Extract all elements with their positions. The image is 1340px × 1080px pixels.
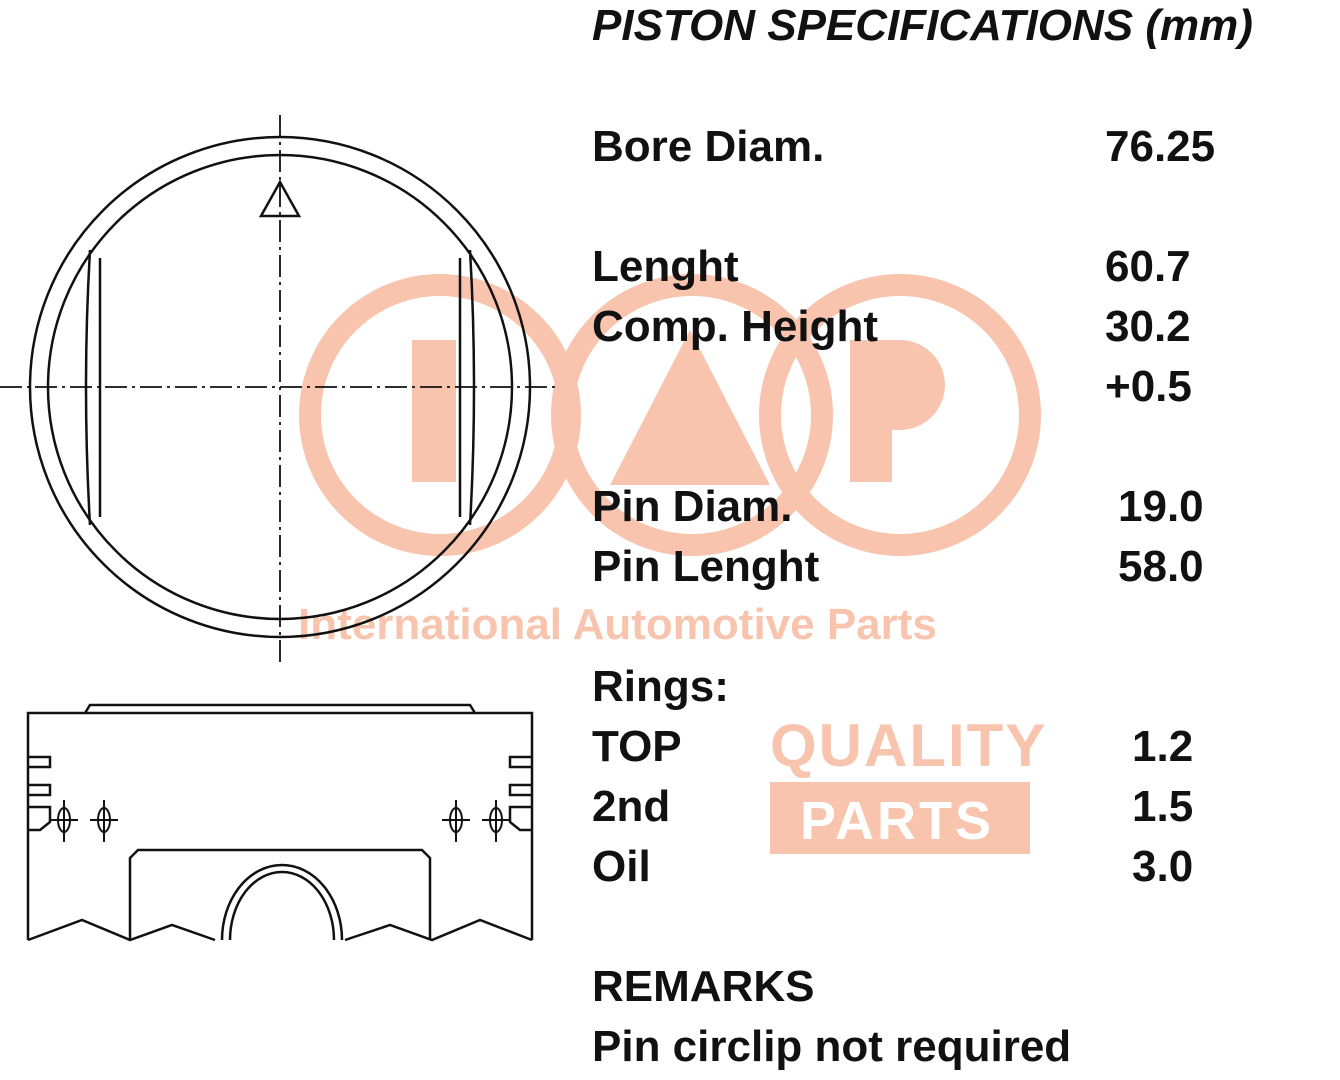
page-title: PISTON SPECIFICATIONS (mm) [592, 1, 1253, 50]
remarks-heading: REMARKS [592, 962, 815, 1011]
spec-label: Bore Diam. [592, 122, 825, 171]
spec-label: TOP [592, 722, 682, 771]
spec-label: Pin Lenght [592, 542, 820, 591]
spec-label: Pin Diam. [592, 482, 793, 531]
spec-value: 19.0 [1118, 482, 1204, 531]
spec-label: Rings: [592, 662, 729, 711]
remarks-text: Pin circlip not required [592, 1022, 1072, 1071]
spec-value: 30.2 [1105, 302, 1191, 351]
spec-value: +0.5 [1105, 362, 1192, 411]
spec-value: 76.25 [1105, 122, 1216, 171]
watermark-parts-box [770, 782, 1030, 854]
spec-label: Lenght [592, 242, 739, 291]
spec-label: Oil [592, 842, 651, 891]
spec-value: 3.0 [1132, 842, 1194, 891]
spec-value: 60.7 [1105, 242, 1191, 291]
spec-label: Comp. Height [592, 302, 878, 351]
piston-drawing [0, 115, 560, 942]
spec-value: 1.5 [1132, 782, 1194, 831]
spec-value: 1.2 [1132, 722, 1194, 771]
spec-label: 2nd [592, 782, 671, 831]
watermark-quality: QUALITY [770, 712, 1048, 779]
watermark-company: International Automotive Parts [298, 600, 937, 649]
watermark-parts: PARTS [800, 791, 995, 851]
spec-value: 58.0 [1118, 542, 1204, 591]
